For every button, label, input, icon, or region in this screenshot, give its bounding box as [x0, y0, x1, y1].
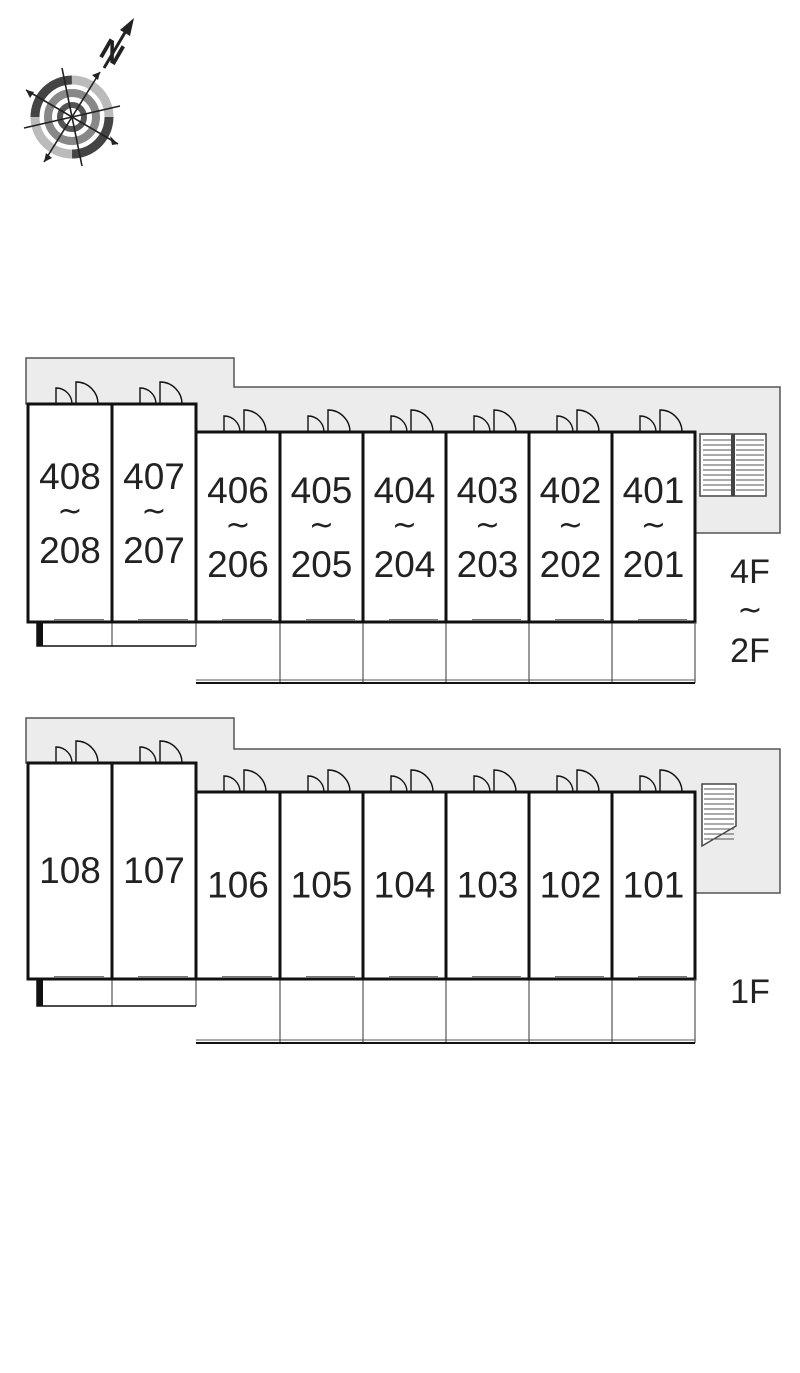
- unit-number: 101: [623, 865, 685, 906]
- stairs-upper-icon: [699, 433, 767, 497]
- unit-range-sep: ~: [57, 494, 82, 529]
- unit-cell: 406~206: [194, 409, 282, 683]
- unit-number-top: 403: [457, 470, 519, 511]
- unit-cell: 105: [278, 769, 365, 1043]
- unit-range-sep: ~: [558, 508, 583, 543]
- unit-number: 102: [540, 865, 602, 906]
- unit-number: 105: [291, 865, 353, 906]
- unit-number-top: 404: [374, 470, 436, 511]
- unit-cell: 408~208: [26, 381, 114, 646]
- unit-cell: 403~203: [444, 409, 531, 683]
- lower-block: 108 107 106 105 104 103 102 101 1F: [25, 717, 781, 1044]
- unit-number-bottom: 203: [457, 544, 519, 585]
- compass-icon: N: [23, 18, 134, 167]
- unit-number-top: 402: [540, 470, 602, 511]
- unit-number: 108: [39, 850, 101, 891]
- stairs-lower-icon: [701, 783, 737, 848]
- unit-number-bottom: 208: [39, 530, 101, 571]
- floor-label-sep: ~: [737, 593, 762, 628]
- unit-range-sep: ~: [225, 508, 250, 543]
- unit-cell: 407~207: [110, 381, 198, 646]
- unit-number-bottom: 205: [291, 544, 353, 585]
- unit-number-top: 407: [123, 456, 185, 497]
- unit-cell: 401~201: [610, 409, 697, 683]
- unit-cell: 101: [610, 769, 697, 1043]
- unit-number-top: 406: [207, 470, 269, 511]
- unit-number: 104: [374, 865, 436, 906]
- unit-number-top: 401: [623, 470, 685, 511]
- unit-number: 103: [457, 865, 519, 906]
- unit-range-sep: ~: [475, 508, 500, 543]
- compass-north-label: N: [94, 33, 129, 72]
- unit-number-bottom: 201: [623, 544, 685, 585]
- unit-range-sep: ~: [141, 494, 166, 529]
- unit-range-sep: ~: [309, 508, 334, 543]
- unit-number: 106: [207, 865, 269, 906]
- unit-cell: 108: [26, 740, 114, 1006]
- floor-label-top: 4F: [730, 553, 770, 591]
- unit-cell: 402~202: [527, 409, 614, 683]
- lower-units: 108 107 106 105 104 103 102 101: [26, 740, 697, 1043]
- unit-cell: 404~204: [361, 409, 448, 683]
- unit-cell: 107: [110, 740, 198, 1006]
- unit-number: 107: [123, 850, 185, 891]
- unit-cell: 405~205: [278, 409, 365, 683]
- unit-number-bottom: 202: [540, 544, 602, 585]
- unit-number-bottom: 204: [374, 544, 436, 585]
- upper-block: 408~208407~207406~206405~205404~204403~2…: [25, 357, 781, 684]
- floor-label-bottom: 2F: [730, 632, 770, 670]
- unit-number-top: 408: [39, 456, 101, 497]
- unit-cell: 106: [194, 769, 282, 1043]
- unit-range-sep: ~: [392, 508, 417, 543]
- unit-number-bottom: 206: [207, 544, 269, 585]
- upper-units: 408~208407~207406~206405~205404~204403~2…: [26, 381, 697, 683]
- unit-cell: 104: [361, 769, 448, 1043]
- unit-number-bottom: 207: [123, 530, 185, 571]
- unit-cell: 103: [444, 769, 531, 1043]
- unit-number-top: 405: [291, 470, 353, 511]
- floor-label-1f: 1F: [730, 973, 770, 1011]
- unit-cell: 102: [527, 769, 614, 1043]
- unit-range-sep: ~: [641, 508, 666, 543]
